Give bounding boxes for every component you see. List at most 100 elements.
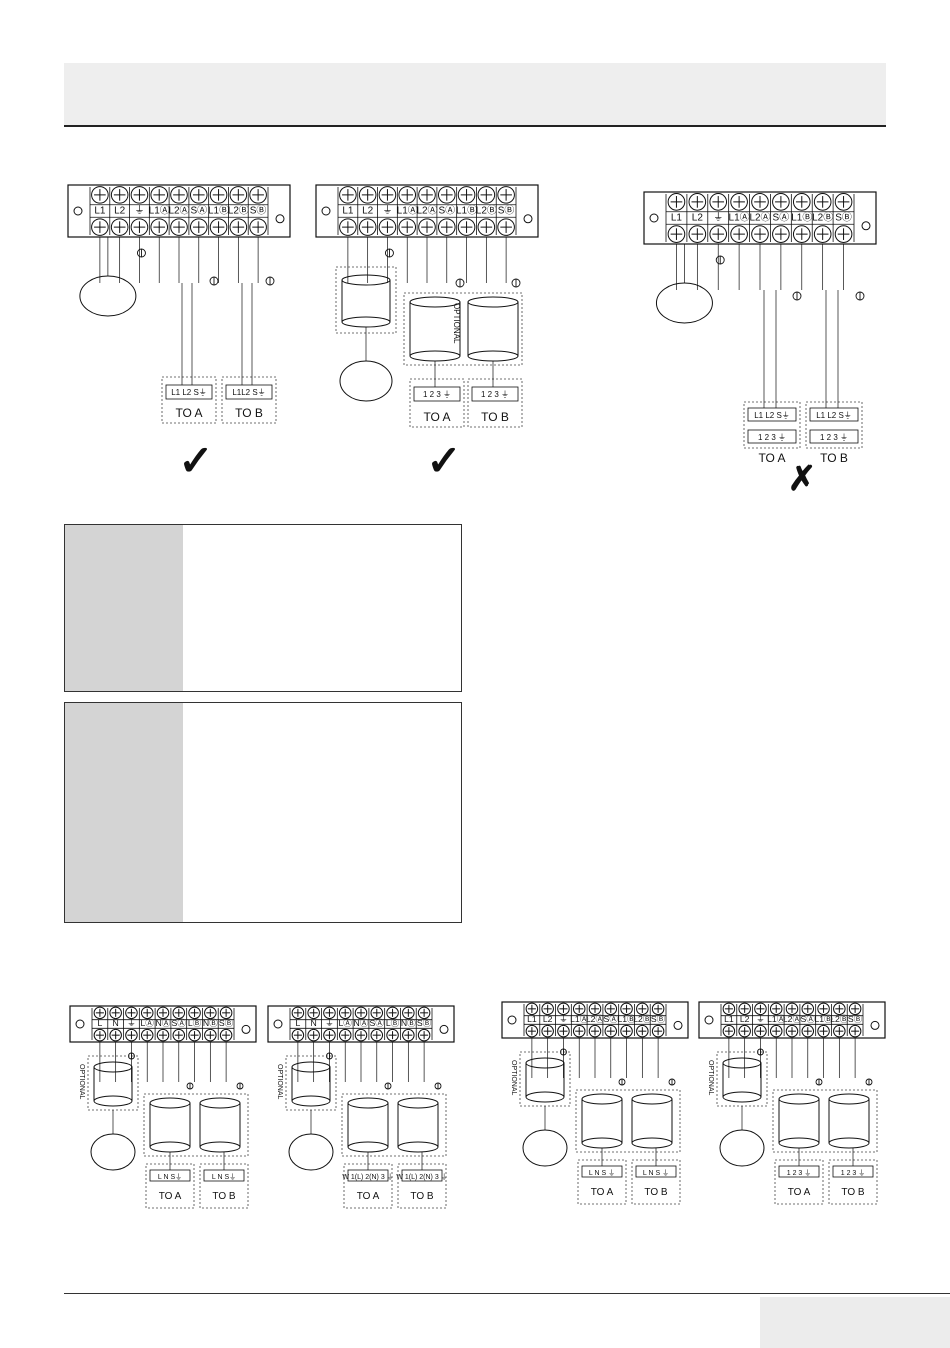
terminal-strip-label: L2 [692,213,704,224]
terminal-strip-screw-top [604,1002,618,1016]
terminal-strip-label: ⏚ [325,1018,334,1028]
unit-terminal-label: W 1(L) 2(N) 3 ⏚ [396,1173,447,1181]
unit-a-filter-top [581,1093,623,1105]
power-filter-bottom [93,1095,133,1107]
terminal-strip-screw-top [722,1002,736,1016]
terminal-strip-screw-top [398,186,417,204]
unit-caption: TO A [357,1191,380,1202]
unit-terminal-strip [747,407,797,422]
terminal-strip-mount-hole-left [649,213,659,223]
terminal-strip-label: NⒶ [156,1018,171,1028]
terminal-strip-label: SⒶ [604,1014,619,1024]
terminal-strip-label: L2Ⓑ [228,205,249,217]
optional-label: OPTIONAL [510,1060,517,1096]
terminal-strip-label: SⒶ [172,1018,187,1028]
optional-filter-box [285,1055,337,1111]
terminal-strip-screw-bottom [140,1028,154,1042]
unit-caption: TO B [410,1191,433,1202]
terminal-strip-screw-top [378,186,397,204]
terminal-strip-label: SⒶ [773,212,790,224]
header-rule [64,125,886,127]
terminal-strip-screw-top [370,1006,384,1020]
unit-terminal-strip [809,407,859,422]
terminal-strip-screw-bottom [604,1024,618,1038]
terminal-strip-label: L2Ⓐ [586,1014,605,1024]
unit-caption: TO B [212,1191,235,1202]
terminal-strip-label: L1Ⓐ [570,1014,589,1024]
terminal-strip-screw-bottom [588,1024,602,1038]
terminal-strip-label: NⒶ [354,1018,369,1028]
terminal-strip-screw-bottom [109,1028,122,1042]
terminal-strip-label: L1 [342,206,354,217]
unit-b-filter-bottom [631,1137,673,1149]
terminal-strip-label: L2 [362,206,374,217]
terminal-strip-screw-top [751,193,769,211]
power-supply-circle [90,1133,136,1171]
unit-b-filter-top [631,1093,673,1105]
terminal-strip-screw-bottom [338,1028,352,1042]
unit-b-filter-top [828,1093,870,1105]
unit-a-filter-top [347,1097,389,1109]
outdoor-unit-a: L1 L2 S⏚TO A [161,283,217,424]
unit-terminal-label: W 1(L) 2(N) 3 ⏚ [342,1173,393,1181]
unit-terminal-label: 1 2 3 ⏚ [841,1169,866,1177]
terminal-strip-label: L2 [543,1014,553,1024]
unit-caption: TO A [758,451,785,465]
note-box-2-sidebar [65,703,183,922]
terminal-strip-screw-bottom [354,1028,368,1042]
unit-caption: TO B [841,1187,864,1198]
terminal-strip-mount-hole-left [704,1015,714,1025]
outdoor-unit-b: L1L2 S⏚TO B [221,283,277,424]
terminal-strip-screw-bottom [651,1024,665,1038]
terminal-strip-label: L1Ⓐ [767,1014,786,1024]
unit-caption: TO B [481,410,509,424]
terminal-strip-screw-top [93,1006,107,1020]
unit-terminal-strip-2 [809,429,859,444]
terminal-strip-label: L2 [740,1014,750,1024]
terminal-strip-screw-top [477,186,496,204]
terminal-strip-screw-top [204,1006,217,1020]
terminal-strip-screw-bottom [170,218,188,236]
terminal-strip-label: LⒶ [338,1018,352,1028]
terminal-strip-label: LⒷ [188,1018,202,1028]
unit-terminal-strip [225,384,273,400]
page-number-tab [760,1297,950,1348]
unit-terminal-box [743,401,801,449]
terminal-strip-screw-top [291,1006,305,1020]
terminal-strip-screw-top [130,186,149,204]
terminal-strip-screw-bottom [557,1024,570,1038]
terminal-strip-screw-top [834,193,853,211]
terminal-strip-mount-hole-right [870,1020,880,1030]
terminal-strip-screw-top [418,186,436,204]
terminal-strip-screw-bottom [370,1028,384,1042]
unit-terminal-label-2: 1 2 3 ⏚ [758,433,786,442]
unit-caption: TO A [159,1191,182,1202]
terminal-strip-screw-bottom [93,1028,107,1042]
terminal-strip-screw-top [572,1002,586,1016]
terminal-strip-screw-bottom [172,1028,186,1042]
incorrect-cross-icon: ✗ [788,460,817,498]
terminal-strip-mount-hole-right [673,1020,683,1030]
terminal-strip-screw-top [848,1002,862,1016]
optional-unit-box [143,1093,249,1157]
unit-terminal-label: L N S⏚ [158,1173,182,1181]
terminal-strip-screw-top [457,186,476,204]
unit-a-filter-bottom [347,1141,389,1153]
terminal-strip-screw-bottom [722,1024,736,1038]
terminal-strip-screw-bottom [398,218,417,236]
unit-a-filter-bottom [409,350,461,362]
power-filter-bottom [291,1095,331,1107]
terminal-strip-mount-hole-right [523,214,533,224]
unit-terminal-strip-2 [747,429,797,444]
terminal-strip-screw-bottom [130,218,149,236]
terminal-strip-screw-top [219,1006,233,1020]
terminal-strip-screw-top [437,186,456,204]
power-supply-circle [719,1129,765,1167]
terminal-strip-label: SⒶ [370,1018,385,1028]
terminal-strip-screw-top [188,1006,201,1020]
terminal-strip-screw-top [709,193,728,211]
terminal-strip-screw-bottom [801,1024,815,1038]
terminal-strip-screw-top [417,1006,431,1020]
